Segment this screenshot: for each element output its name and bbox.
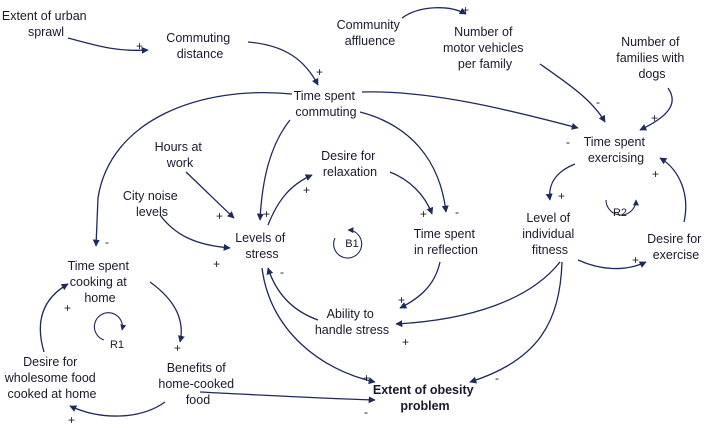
var-levels-stress: Levels of stress [235,231,289,261]
polarity-sprawl-to-distance: + [136,39,143,53]
polarity-desire-exercise-to-exercising: + [652,167,659,181]
var-city-noise: City noise levels [123,189,181,219]
link-affluence-to-vehicles [401,7,467,19]
var-time-exercising: Time spent exercising [584,135,649,165]
link-exercising-to-fitness [545,163,576,201]
link-stress-to-obesity [261,267,376,385]
link-fitness-to-desire-exercise [577,259,647,270]
polarity-distance-to-commuting: + [316,65,323,79]
link-commuting-to-cooking [92,91,293,247]
polarity-fitness-to-obesity: - [495,371,499,385]
link-vehicles-to-exercising [539,63,606,123]
polarity-stress-to-relaxation: + [303,183,310,197]
link-cooking-to-benefits [149,281,185,343]
loop-r2: R2 [605,199,639,219]
loop-r2-label: R2 [613,207,627,219]
polarity-cooking-to-benefits: + [174,341,181,355]
var-individual-fitness: Level of individual fitness [522,211,578,257]
polarity-fitness-to-desire-exercise: + [632,253,639,267]
variables: Extent of urban sprawl Commuting distanc… [2,9,705,413]
polarity-hours-to-stress: + [216,209,223,223]
loop-r1-label: R1 [110,339,124,351]
link-noise-to-stress [159,214,231,251]
polarity-handle-to-stress: - [280,265,284,279]
var-hours-at-work: Hours at work [155,140,206,170]
link-commuting-to-exercising [361,91,579,130]
polarity-benefits-to-obesity: - [364,405,368,419]
polarity-exercising-to-fitness: + [558,189,565,203]
link-stress-to-relaxation [267,174,313,226]
link-relaxation-to-reflection [389,171,434,215]
loop-b1: B1 [333,227,363,259]
var-desire-exercise: Desire for exercise [647,232,705,262]
var-time-commuting: Time spent commuting [294,89,359,119]
polarities: + + + - + - + - - + + + + + - + + + + + … [64,3,659,427]
link-wholesome-to-cooking [39,283,69,353]
link-handle-to-stress [266,267,319,321]
polarity-commuting-to-cooking: - [105,235,109,249]
link-fitness-to-obesity [469,261,563,384]
polarity-reflection-to-handle: + [398,293,405,307]
link-fitness-to-handle [395,261,561,328]
polarity-vehicles-to-exercising: - [596,95,600,109]
var-urban-sprawl: Extent of urban sprawl [2,9,90,39]
polarity-benefits-to-wholesome: + [68,413,75,427]
var-commuting-distance: Commuting distance [166,31,233,61]
polarity-affluence-to-vehicles: + [462,3,469,17]
links [39,7,687,417]
var-benefits-home-cooked: Benefits of home-cooked food [158,361,237,407]
link-commuting-to-reflection [359,111,449,213]
polarity-fitness-to-handle: + [402,335,409,349]
loop-r1: R1 [93,312,127,351]
link-distance-to-commuting [247,41,319,86]
var-families-dogs: Number of families with dogs [616,35,688,81]
var-motor-vehicles: Number of motor vehicles per family [443,25,527,71]
link-dogs-to-exercising [639,87,673,131]
polarity-commuting-to-reflection: - [455,205,459,219]
polarity-noise-to-stress: + [213,257,220,271]
link-sprawl-to-distance [67,37,149,54]
var-time-reflection: Time spent in reflection [414,227,479,257]
link-commuting-to-stress [256,119,291,221]
polarity-commuting-to-stress: + [263,207,270,221]
loop-b1-label: B1 [345,238,358,250]
link-hours-to-stress [185,171,235,219]
var-desire-wholesome: Desire for wholesome food cooked at home [4,355,100,401]
var-desire-relaxation: Desire for relaxation [321,149,379,179]
polarity-relaxation-to-reflection: + [420,207,427,221]
link-benefits-to-wholesome [69,401,166,417]
polarity-commuting-to-exercising: - [566,135,570,149]
var-obesity-problem: Extent of obesity problem [373,383,477,413]
polarity-wholesome-to-cooking: + [64,301,71,315]
var-handle-stress: Ability to handle stress [315,307,389,337]
link-desire-exercise-to-exercising [659,157,687,223]
link-benefits-to-obesity [199,391,376,404]
var-time-cooking: Time spent cooking at home [68,259,133,305]
link-reflection-to-handle [399,261,441,309]
polarity-dogs-to-exercising: + [651,111,658,125]
polarity-stress-to-obesity: + [363,371,370,385]
var-community-affluence: Community affluence [337,18,404,48]
